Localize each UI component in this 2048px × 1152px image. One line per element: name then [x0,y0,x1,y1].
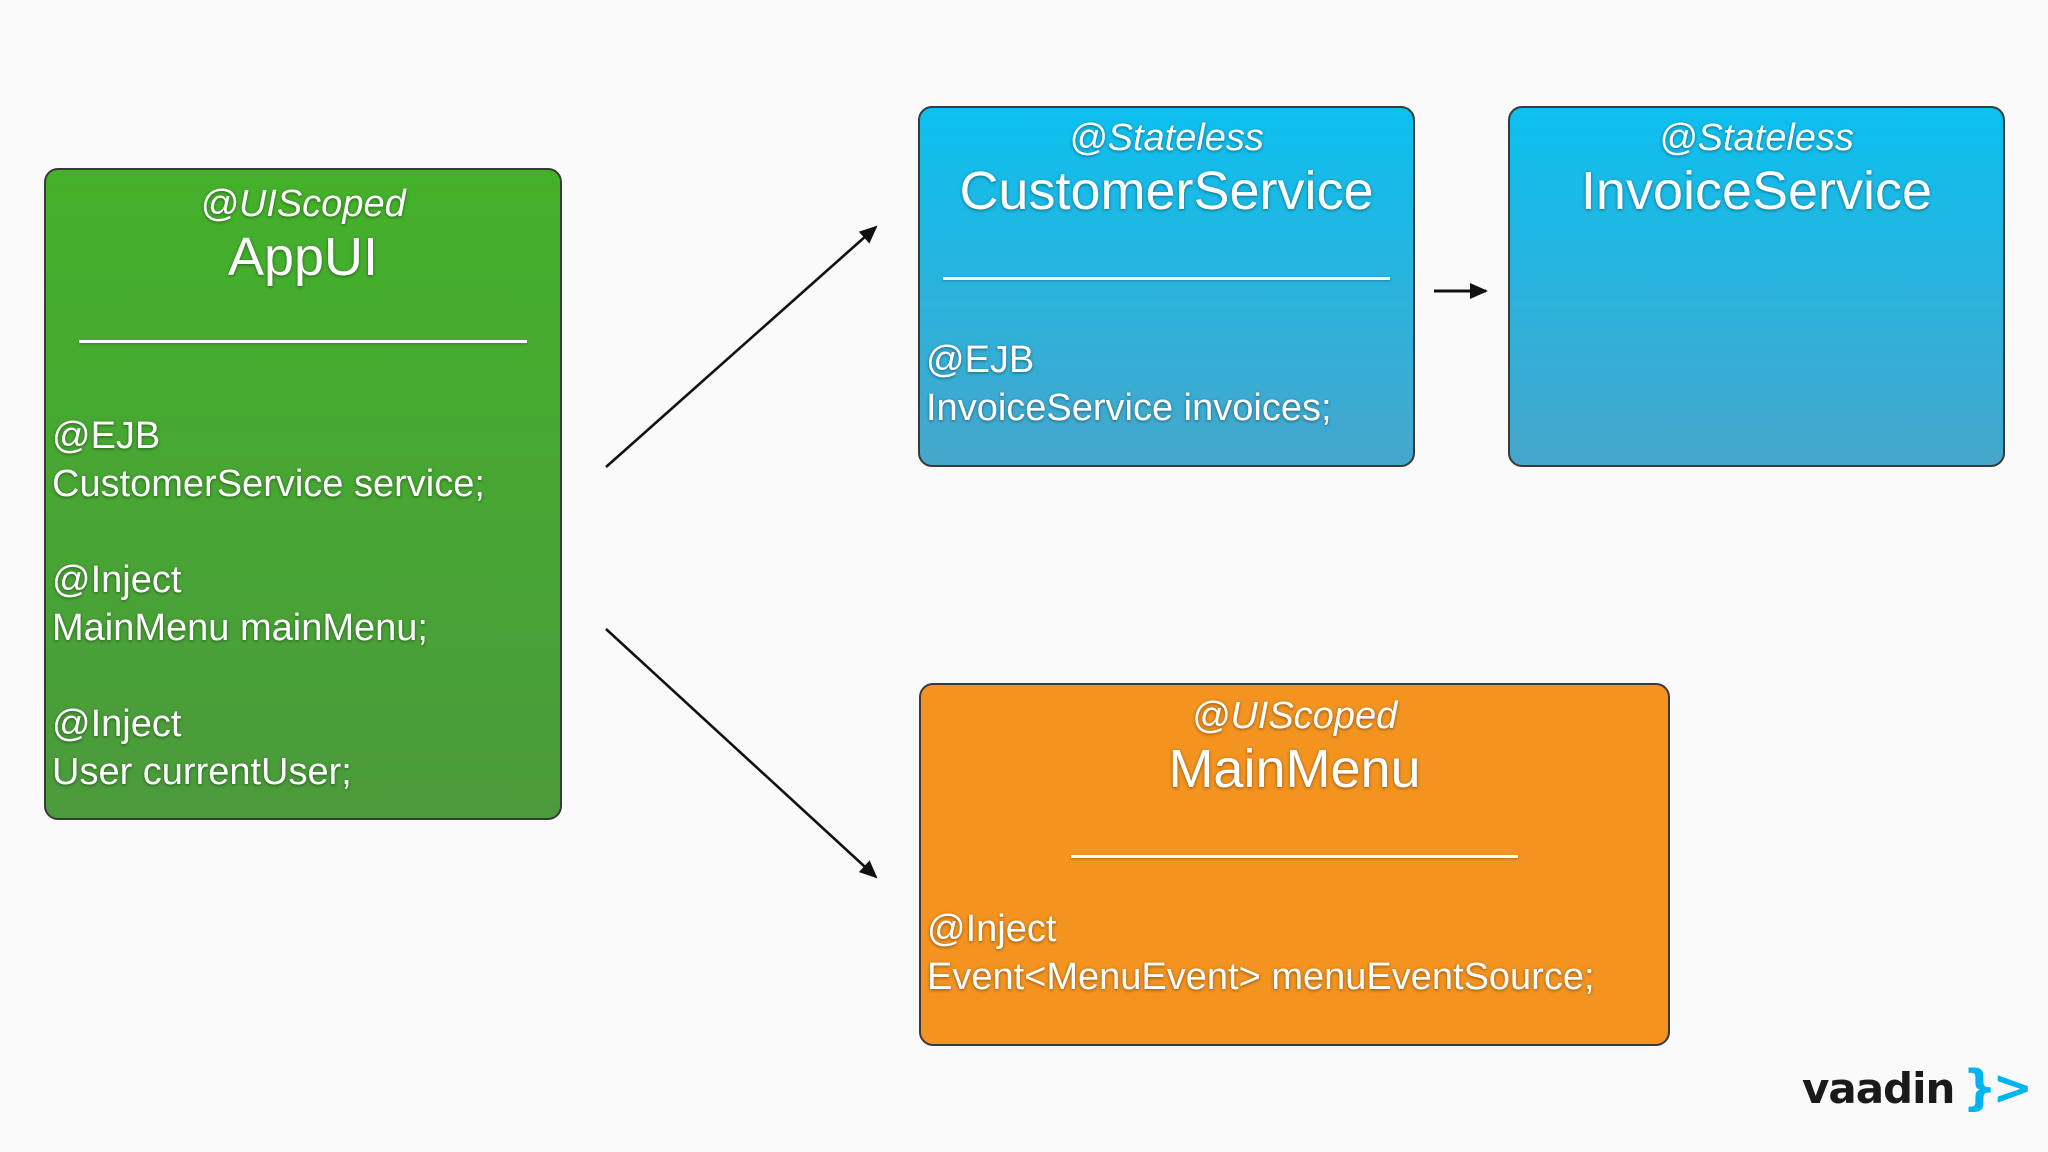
vaadin-logo-mark-icon: }> [1962,1060,2032,1116]
field-declaration: InvoiceService invoices; [926,387,1332,429]
arrow-appui-to-main-menu [605,628,878,879]
customer-service-fields: @EJB InvoiceService invoices; [926,336,1407,432]
appui-stereotype: @UIScoped [200,183,406,225]
appui-divider [79,340,527,343]
appui-box: @UIScoped AppUI @EJB CustomerService ser… [44,168,562,820]
field-annotation: @EJB [52,415,161,457]
main-menu-box: @UIScoped MainMenu @Inject Event<MenuEve… [919,683,1670,1046]
invoice-service-name: InvoiceService [1580,161,1933,221]
appui-field-currentuser: @Inject User currentUser; [52,700,554,796]
vaadin-logo-text: vaadin [1802,1063,1955,1113]
main-menu-stereotype: @UIScoped [1191,695,1398,737]
customer-service-field-invoices: @EJB InvoiceService invoices; [926,336,1407,432]
invoice-service-stereotype: @Stateless [1659,117,1854,159]
main-menu-name: MainMenu [1168,739,1421,799]
field-annotation: @Inject [52,703,182,745]
main-menu-field-eventsource: @Inject Event<MenuEvent> menuEventSource… [927,905,1662,1001]
field-annotation: @Inject [927,908,1057,950]
field-declaration: User currentUser; [52,751,352,793]
arrow-appui-to-customer-service [605,225,878,468]
field-declaration: CustomerService service; [52,463,485,505]
appui-fields: @EJB CustomerService service; @Inject Ma… [52,412,554,796]
customer-service-box: @Stateless CustomerService @EJB InvoiceS… [918,106,1415,467]
vaadin-logo: vaadin }> [1802,1060,2033,1116]
customer-service-stereotype: @Stateless [1069,117,1264,159]
appui-name: AppUI [227,227,379,287]
main-menu-fields: @Inject Event<MenuEvent> menuEventSource… [927,905,1662,1001]
customer-service-divider [943,277,1390,280]
field-annotation: @EJB [926,339,1035,381]
customer-service-name: CustomerService [959,161,1374,221]
field-declaration: MainMenu mainMenu; [52,607,428,649]
main-menu-divider [1071,855,1518,858]
invoice-service-box: @Stateless InvoiceService [1508,106,2005,467]
field-declaration: Event<MenuEvent> menuEventSource; [927,956,1595,998]
appui-field-service: @EJB CustomerService service; [52,412,554,508]
field-annotation: @Inject [52,559,182,601]
appui-field-mainmenu: @Inject MainMenu mainMenu; [52,556,554,652]
